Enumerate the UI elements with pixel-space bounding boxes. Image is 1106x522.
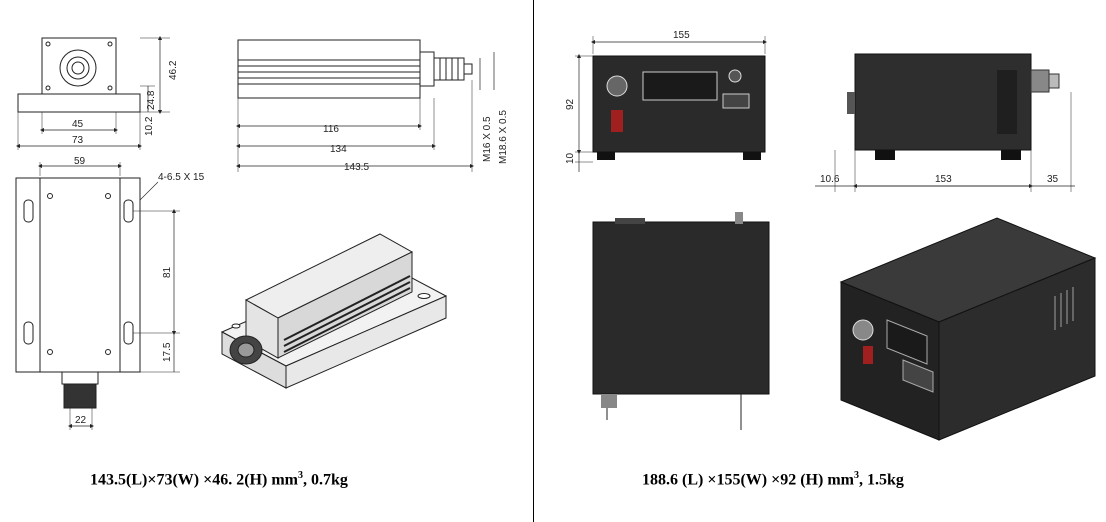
right-technical-drawing: 155 92 10 10.6 153 35 — [565, 30, 1097, 441]
dim-45: 45 — [72, 119, 84, 130]
isometric-view — [220, 233, 448, 389]
driver-side-view — [815, 53, 1075, 192]
front-view — [15, 35, 170, 150]
dim-73: 73 — [72, 135, 84, 146]
left-technical-drawing: 46.2 24.8 10.2 45 73 — [15, 35, 509, 430]
dim-24-8: 24.8 — [146, 90, 157, 110]
driver-isometric-view — [839, 217, 1097, 441]
dim-10-6: 10.6 — [820, 174, 840, 185]
dim-134: 134 — [330, 144, 347, 155]
dim-thread-m16: M16 X 0.5 — [482, 116, 493, 162]
dim-143-5: 143.5 — [344, 162, 369, 173]
dim-10: 10 — [565, 152, 576, 164]
dim-81: 81 — [162, 266, 173, 278]
dim-17-5: 17.5 — [162, 342, 173, 362]
dim-10-2: 10.2 — [144, 116, 155, 136]
panel-divider — [533, 0, 534, 522]
dim-92: 92 — [565, 98, 576, 110]
left-drawing-panel: 46.2 24.8 10.2 45 73 — [0, 0, 534, 522]
right-caption: 188.6 (L) ×155(W) ×92 (H) mm3, 1.5kg — [642, 470, 904, 489]
dim-46-2: 46.2 — [168, 60, 179, 80]
dim-59: 59 — [74, 156, 86, 167]
top-view — [15, 162, 180, 430]
left-caption: 143.5(L)×73(W) ×46. 2(H) mm3, 0.7kg — [90, 470, 348, 489]
dim-155: 155 — [673, 30, 690, 41]
side-view — [235, 39, 495, 172]
dim-35: 35 — [1047, 174, 1059, 185]
dim-22: 22 — [75, 415, 87, 426]
right-drawing-panel: 155 92 10 10.6 153 35 — [535, 0, 1106, 522]
dim-hole-spec: 4-6.5 X 15 — [158, 172, 205, 183]
driver-top-view — [592, 212, 770, 430]
driver-front-view — [575, 36, 768, 172]
dim-153: 153 — [935, 174, 952, 185]
dim-116: 116 — [323, 124, 339, 135]
dim-thread-m18: M18.6 X 0.5 — [498, 110, 509, 164]
